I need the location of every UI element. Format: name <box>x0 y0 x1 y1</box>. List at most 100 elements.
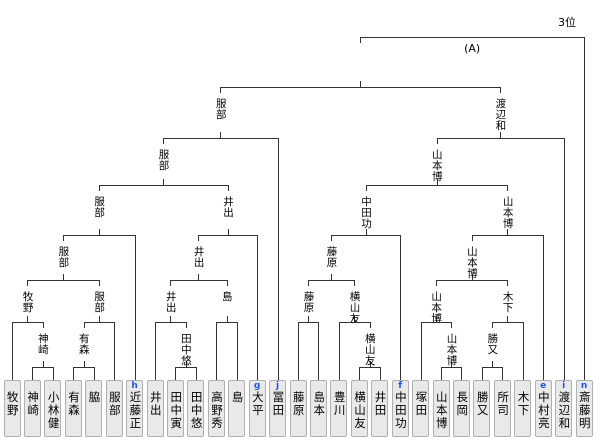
bracket-line-vertical <box>98 185 100 191</box>
player-name: 渡辺和 <box>557 391 572 430</box>
bracket-line-horizontal <box>83 322 116 323</box>
bracket-line-vertical <box>543 235 545 380</box>
bracket-line-vertical <box>507 280 509 286</box>
player-name: 長岡 <box>455 391 470 417</box>
player-box: 井出 <box>146 380 164 437</box>
bracket-line-vertical <box>507 185 509 191</box>
bracket-line-vertical <box>500 132 502 138</box>
bracket-line-vertical <box>379 367 381 380</box>
bracket-line-vertical <box>52 367 54 380</box>
bracket-line-horizontal <box>27 280 100 281</box>
player-name: 塚田 <box>414 391 429 417</box>
bracket-line-horizontal <box>198 235 259 236</box>
bracket-line-vertical <box>441 367 443 380</box>
player-name: 中田功 <box>393 391 408 430</box>
player-name: 島本 <box>312 391 327 417</box>
seed-letter <box>413 381 428 391</box>
bracket-line-vertical <box>308 280 310 286</box>
bracket-line-horizontal <box>308 280 356 281</box>
bracket-line-vertical <box>369 322 371 328</box>
player-box: 有森 <box>64 380 82 437</box>
bracket-line-vertical <box>360 37 362 43</box>
bracket-line-vertical <box>369 361 371 367</box>
bracket-line-horizontal <box>492 322 524 323</box>
player-box: 牧野 <box>3 380 21 437</box>
advancing-player-label: 井出 <box>164 291 177 313</box>
advancing-player-label: 山本博 <box>501 196 514 229</box>
seed-letter: f <box>398 381 403 391</box>
seed-letter <box>229 381 244 391</box>
player-name: 中村亮 <box>536 391 551 430</box>
bracket-line-horizontal <box>163 138 279 139</box>
advancing-player-label: 井出 <box>192 246 205 268</box>
bracket-line-vertical <box>277 138 279 380</box>
seed-letter <box>86 381 101 391</box>
bracket-line-vertical <box>170 316 172 322</box>
bracket-line-vertical <box>500 87 502 93</box>
seed-letter: h <box>131 381 138 391</box>
bracket-line-horizontal <box>435 280 509 281</box>
bracket-line-vertical <box>185 361 187 367</box>
seed-letter <box>474 381 489 391</box>
bracket-line-vertical <box>492 322 494 328</box>
bracket-line-vertical <box>216 322 218 380</box>
final-winner-slot: (A) <box>464 42 481 55</box>
seed-letter <box>5 381 20 391</box>
advancing-player-label: 服部 <box>93 291 106 313</box>
player-name: 田中悠 <box>189 391 204 430</box>
bracket-line-vertical <box>298 322 300 380</box>
player-box: 横山友 <box>350 380 368 437</box>
bracket-line-vertical <box>170 280 172 286</box>
bracket-line-vertical <box>220 87 222 93</box>
player-name: 大平 <box>250 391 265 417</box>
bracket-line-vertical <box>308 316 310 322</box>
bracket-line-vertical <box>331 274 333 280</box>
bracket-line-vertical <box>436 138 438 144</box>
player-name: 勝又 <box>475 391 490 417</box>
bracket-line-vertical <box>318 322 320 380</box>
advancing-player-label: 木下 <box>501 291 514 313</box>
advancing-player-label: 有森 <box>77 333 90 355</box>
advancing-player-label: 山本博 <box>430 149 443 182</box>
seed-letter <box>25 381 40 391</box>
bracket-line-vertical <box>63 274 65 280</box>
player-box: 田中悠 <box>187 380 205 437</box>
seed-letter <box>495 381 510 391</box>
bracket-line-vertical <box>502 367 504 380</box>
bracket-line-horizontal <box>73 367 95 368</box>
player-name: 牧野 <box>5 391 20 417</box>
player-box: 所司 <box>493 380 511 437</box>
player-box: 山本博 <box>432 380 450 437</box>
bracket-line-horizontal <box>216 322 238 323</box>
bracket-line-horizontal <box>175 367 197 368</box>
bracket-line-vertical <box>471 235 473 241</box>
seed-letter <box>66 381 81 391</box>
player-name: 服部 <box>107 391 122 417</box>
player-name: 横山友 <box>353 391 368 430</box>
bracket-line-vertical <box>220 132 222 138</box>
bracket-line-vertical <box>163 138 165 144</box>
player-name: 豊川 <box>332 391 347 417</box>
seed-letter <box>311 381 326 391</box>
bracket-line-horizontal <box>63 235 136 236</box>
bracket-line-horizontal <box>32 367 54 368</box>
bracket-line-horizontal <box>471 235 545 236</box>
bracket-line-vertical <box>175 367 177 380</box>
bracket-line-horizontal <box>420 322 453 323</box>
bracket-line-vertical <box>354 280 356 286</box>
seed-letter <box>168 381 183 391</box>
bracket-line-vertical <box>365 185 367 191</box>
bracket-line-vertical <box>420 322 422 380</box>
seed-letter <box>188 381 203 391</box>
seed-letter <box>291 381 306 391</box>
advancing-player-label: 藤原 <box>325 246 338 268</box>
advancing-player-label: 服部 <box>157 149 170 171</box>
bracket-line-horizontal <box>338 322 371 323</box>
player-name: 所司 <box>496 391 511 417</box>
bracket-line-vertical <box>98 229 100 235</box>
